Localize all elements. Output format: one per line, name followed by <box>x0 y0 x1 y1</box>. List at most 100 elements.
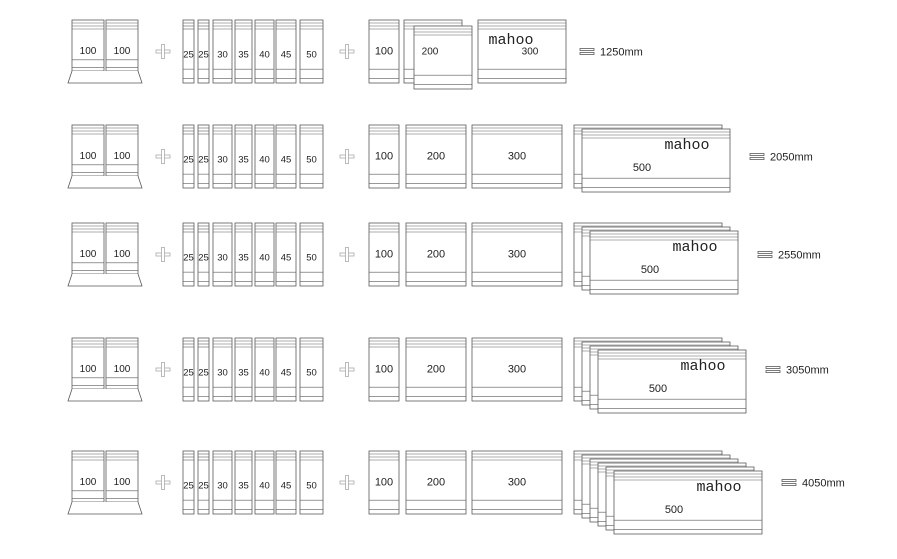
end-piece: 100 <box>105 450 139 503</box>
section-piece: 35 <box>234 450 253 515</box>
stacked-panels: 500 mahoo <box>573 337 747 414</box>
section-piece: 25 <box>182 337 195 402</box>
section-piece: 45 <box>275 19 297 84</box>
end-piece-label: 100 <box>80 477 97 488</box>
end-piece: 100 <box>105 19 139 72</box>
stack-label: 500 <box>649 383 667 395</box>
end-piece-label: 100 <box>114 477 131 488</box>
brand-watermark: mahoo <box>672 239 717 256</box>
stack-layer <box>581 128 731 193</box>
section-label: 40 <box>259 368 270 379</box>
section-label: 40 <box>259 481 270 492</box>
end-piece: 100 <box>71 337 105 390</box>
section-label: 35 <box>238 253 249 264</box>
equals-sign <box>579 48 595 55</box>
section-label: 25 <box>198 50 209 61</box>
section-label: 30 <box>217 253 228 264</box>
section-piece: 45 <box>275 337 297 402</box>
end-piece-horn <box>67 175 143 189</box>
section-label: 35 <box>238 50 249 61</box>
section-piece: 35 <box>234 19 253 84</box>
brand-watermark: mahoo <box>680 358 725 375</box>
section-piece: 25 <box>182 19 195 84</box>
equals-sign <box>765 366 781 373</box>
section-label: 25 <box>183 253 194 264</box>
section-piece: 50 <box>299 450 324 515</box>
brand-watermark: mahoo <box>488 32 533 49</box>
end-piece-label: 100 <box>114 364 131 375</box>
plus-sign <box>339 44 355 59</box>
panel-piece: 300 <box>471 337 563 402</box>
total-length-label: 4050mm <box>802 478 845 490</box>
section-piece: 45 <box>275 222 297 287</box>
panel-piece: 100 <box>368 124 400 189</box>
plus-sign <box>339 362 355 377</box>
panel-label: 300 <box>522 47 539 58</box>
panel-label: 300 <box>508 151 526 163</box>
end-pieces: 100 100 <box>67 337 143 402</box>
panel-label: 300 <box>508 477 526 489</box>
section-label: 40 <box>259 50 270 61</box>
panel-piece: 200 <box>405 450 467 515</box>
end-piece: 100 <box>105 124 139 177</box>
section-piece: 30 <box>212 222 233 287</box>
panel-label: 100 <box>375 151 393 163</box>
total-length: 1250mm <box>579 47 643 59</box>
section-label: 25 <box>183 481 194 492</box>
panel-piece: 300 <box>471 450 563 515</box>
section-label: 25 <box>198 155 209 166</box>
section-label: 30 <box>217 368 228 379</box>
panels: 100 200 300 <box>368 337 563 402</box>
end-piece-label: 100 <box>80 151 97 162</box>
section-piece: 40 <box>254 124 275 189</box>
end-piece: 100 <box>71 19 105 72</box>
section-piece: 40 <box>254 450 275 515</box>
section-piece: 25 <box>182 222 195 287</box>
total-length: 2050mm <box>749 152 813 164</box>
equals-sign <box>781 479 797 486</box>
section-piece: 25 <box>182 450 195 515</box>
total-length: 2550mm <box>757 250 821 262</box>
section-label: 50 <box>306 155 317 166</box>
end-pieces: 100 100 <box>67 124 143 189</box>
panel-label: 200 <box>427 249 445 261</box>
end-piece-horn <box>67 501 143 515</box>
plus-sign <box>155 475 171 490</box>
total-length-label: 2550mm <box>778 250 821 262</box>
section-label: 35 <box>238 368 249 379</box>
section-piece: 25 <box>197 124 210 189</box>
plus-sign <box>155 149 171 164</box>
panel-label: 100 <box>375 364 393 376</box>
panel-label: 100 <box>375 249 393 261</box>
panel-piece: 200 <box>405 337 467 402</box>
section-piece: 50 <box>299 19 324 84</box>
end-piece-label: 100 <box>80 249 97 260</box>
section-label: 35 <box>238 481 249 492</box>
stack-layer <box>597 349 747 414</box>
panel-piece: 100 <box>368 222 400 287</box>
section-label: 25 <box>183 368 194 379</box>
plus-sign <box>339 475 355 490</box>
end-piece-horn <box>67 70 143 84</box>
plus-sign <box>155 362 171 377</box>
panel-label: 200 <box>427 364 445 376</box>
panel-piece: 200 <box>403 19 473 90</box>
brand-watermark: mahoo <box>696 479 741 496</box>
section-piece: 50 <box>299 222 324 287</box>
panel-label: 300 <box>508 249 526 261</box>
section-piece: 45 <box>275 124 297 189</box>
end-piece-label: 100 <box>80 364 97 375</box>
panel-piece: 100 <box>368 450 400 515</box>
panel-piece: 100 <box>368 337 400 402</box>
end-piece: 100 <box>105 222 139 275</box>
section-piece: 30 <box>212 337 233 402</box>
section-label: 50 <box>306 253 317 264</box>
